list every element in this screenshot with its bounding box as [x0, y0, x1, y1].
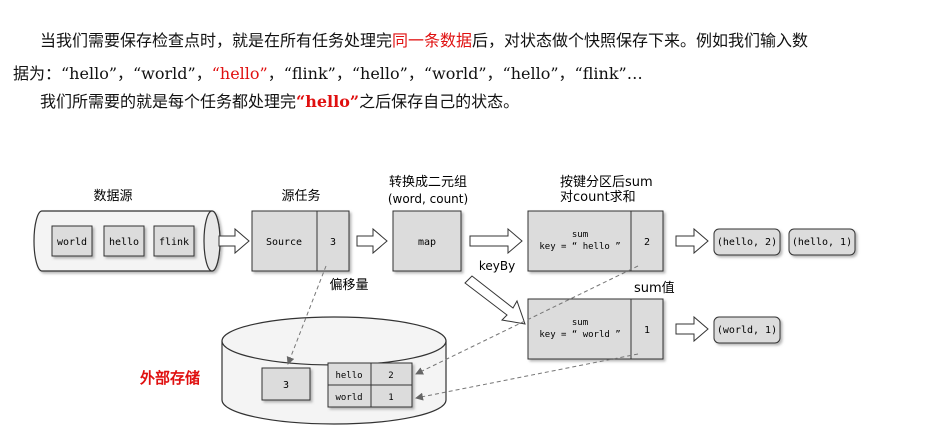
data-item: hello	[109, 237, 139, 248]
stored-key: hello	[335, 371, 362, 381]
sum-value: 1	[644, 325, 650, 336]
source-task: 源任务 Source 3	[251, 188, 350, 272]
map-task-title-1: 转换成二元组	[389, 175, 467, 190]
paragraph-line-1: 当我们需要保存检查点时，就是在所有任务处理完同一条数据后，对状态做个快照保存下来…	[40, 27, 808, 51]
highlight-hello: “hello”	[211, 64, 268, 83]
source-task-name: Source	[266, 237, 302, 248]
highlight-same-data: 同一条数据	[392, 31, 473, 50]
sum-value: 2	[644, 237, 650, 248]
flow-arrow	[469, 227, 523, 255]
data-item: world	[57, 237, 87, 248]
map-task: 转换成二元组 (word, count) map	[388, 175, 468, 272]
output-record: (hello, 1)	[792, 237, 852, 248]
external-storage: 3 hello 2 world 1	[221, 316, 447, 425]
sum-key: key = “ world ”	[539, 330, 620, 340]
data-source-title: 数据源	[93, 189, 132, 204]
external-storage-label: 外部存储	[139, 369, 200, 387]
sum-task-world: sum值 sum key = “ world ” 1	[527, 280, 675, 360]
snapshot-arrow	[415, 353, 639, 401]
output-record: (hello, 2)	[717, 237, 777, 248]
stored-offset: 3	[283, 380, 289, 391]
text-segment: 之后保存自己的状态。	[359, 92, 520, 111]
paragraph-line-3: 我们所需要的就是每个任务都处理完“hello”之后保存自己的状态。	[40, 88, 519, 112]
flow-arrow	[675, 315, 709, 343]
source-offset-value: 3	[330, 237, 336, 248]
data-source: 数据源 world hello flink	[33, 189, 221, 272]
text-segment: 我们所需要的就是每个任务都处理完	[40, 92, 297, 111]
paragraph-line-2: 据为：“hello”，“world”，“hello”，“flink”，“hell…	[13, 60, 643, 84]
flow-arrow	[356, 227, 388, 255]
sum-label: sum	[572, 230, 588, 240]
sum-task-2-title: sum值	[634, 280, 675, 296]
snapshot-arrow	[286, 265, 327, 365]
map-task-title-2: (word, count)	[388, 192, 468, 206]
keyby-arrow	[464, 275, 526, 325]
sum-key: key = “ hello ”	[539, 242, 620, 252]
map-task-name: map	[418, 237, 436, 248]
keyby-label: keyBy	[479, 259, 515, 273]
text-segment: ，“flink”，“hello”，“world”，“hello”，“flink”…	[267, 64, 643, 83]
sum-task-title-1: 按键分区后sum	[560, 175, 653, 190]
output-record: (world, 1)	[717, 325, 777, 336]
stored-value: 1	[388, 393, 393, 403]
sum-label: sum	[572, 318, 588, 328]
highlight-hello: “hello”	[296, 92, 360, 111]
data-item: flink	[159, 237, 189, 248]
source-task-title: 源任务	[281, 188, 320, 204]
sum-task-hello: 按键分区后sum 对count求和 sum key = “ hello ” 2	[527, 175, 664, 272]
flow-arrow	[675, 227, 709, 255]
stored-key: world	[335, 393, 362, 403]
text-segment: 后，对状态做个快照保存下来。例如我们输入数	[472, 31, 809, 50]
flow-arrow	[218, 227, 250, 255]
text-segment: 据为：“hello”，“world”，	[13, 64, 212, 83]
text-segment: 当我们需要保存检查点时，就是在所有任务处理完	[40, 31, 393, 50]
snapshot-arrow	[415, 265, 639, 375]
stored-value: 2	[388, 371, 393, 381]
sum-task-title-2: 对count求和	[560, 190, 636, 205]
offset-label: 偏移量	[329, 278, 368, 293]
